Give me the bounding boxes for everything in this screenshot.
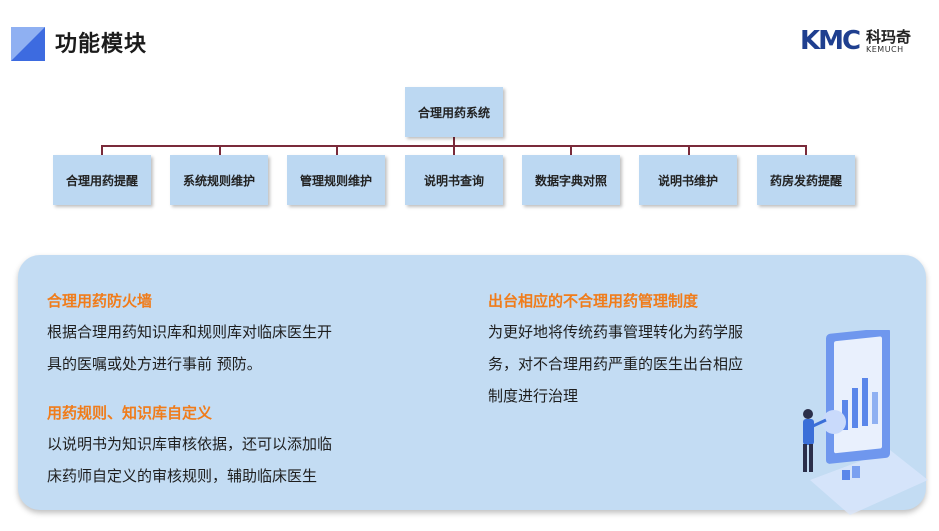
analytics-person-illustration-icon (803, 330, 928, 515)
diagram-root-node: 合理用药系统 (405, 87, 503, 137)
diagram-node-instruction-maintenance: 说明书维护 (639, 155, 737, 205)
diagram-node-system-rule-maintenance: 系统规则维护 (170, 155, 268, 205)
title-marker-triangle (11, 27, 45, 61)
connector-drop-1 (101, 145, 103, 155)
feature-panel (18, 255, 926, 510)
diagram-node-pharmacy-dispense-reminder: 药房发药提醒 (757, 155, 855, 205)
logo-mark: KMC (800, 26, 861, 56)
feature-line: 制度进行治理 (488, 387, 579, 405)
diagram-node-data-dictionary-mapping: 数据字典对照 (522, 155, 620, 205)
page-title: 功能模块 (55, 32, 148, 57)
connector-drop-2 (219, 145, 221, 155)
feature-text-custom-rules: 以说明书为知识库审核依据，还可以添加临 床药师自定义的审核规则，辅助临床医生 (47, 428, 332, 492)
diagram-node-rational-drug-reminder: 合理用药提醒 (53, 155, 151, 205)
company-logo: KMC 科玛奇 KEMUCH (800, 24, 930, 64)
feature-text-management-policy: 为更好地将传统药事管理转化为药学服 务，对不合理用药严重的医生出台相应 制度进行… (488, 316, 743, 412)
connector-root-stem (453, 137, 455, 146)
feature-line: 根据合理用药知识库和规则库对临床医生开 (47, 323, 333, 341)
connector-drop-7 (805, 145, 807, 155)
feature-line: 具的医嘱或处方进行事前 预防。 (47, 355, 262, 373)
logo-english-name: KEMUCH (866, 45, 904, 54)
diagram-node-management-rule-maintenance: 管理规则维护 (287, 155, 385, 205)
feature-line: 以说明书为知识库审核依据，还可以添加临 (47, 435, 333, 453)
feature-line: 床药师自定义的审核规则，辅助临床医生 (47, 467, 318, 485)
feature-heading-firewall: 合理用药防火墙 (47, 292, 153, 310)
connector-drop-4 (453, 145, 455, 155)
feature-line: 务，对不合理用药严重的医生出台相应 (488, 355, 744, 373)
logo-chinese-name: 科玛奇 (866, 28, 912, 46)
connector-drop-3 (336, 145, 338, 155)
connector-drop-5 (570, 145, 572, 155)
feature-heading-custom-rules: 用药规则、知识库自定义 (47, 404, 213, 422)
diagram-node-instruction-query: 说明书查询 (405, 155, 503, 205)
feature-heading-management-policy: 出台相应的不合理用药管理制度 (488, 292, 699, 310)
connector-drop-6 (688, 145, 690, 155)
feature-line: 为更好地将传统药事管理转化为药学服 (488, 323, 744, 341)
feature-text-firewall: 根据合理用药知识库和规则库对临床医生开 具的医嘱或处方进行事前 预防。 (47, 316, 332, 380)
